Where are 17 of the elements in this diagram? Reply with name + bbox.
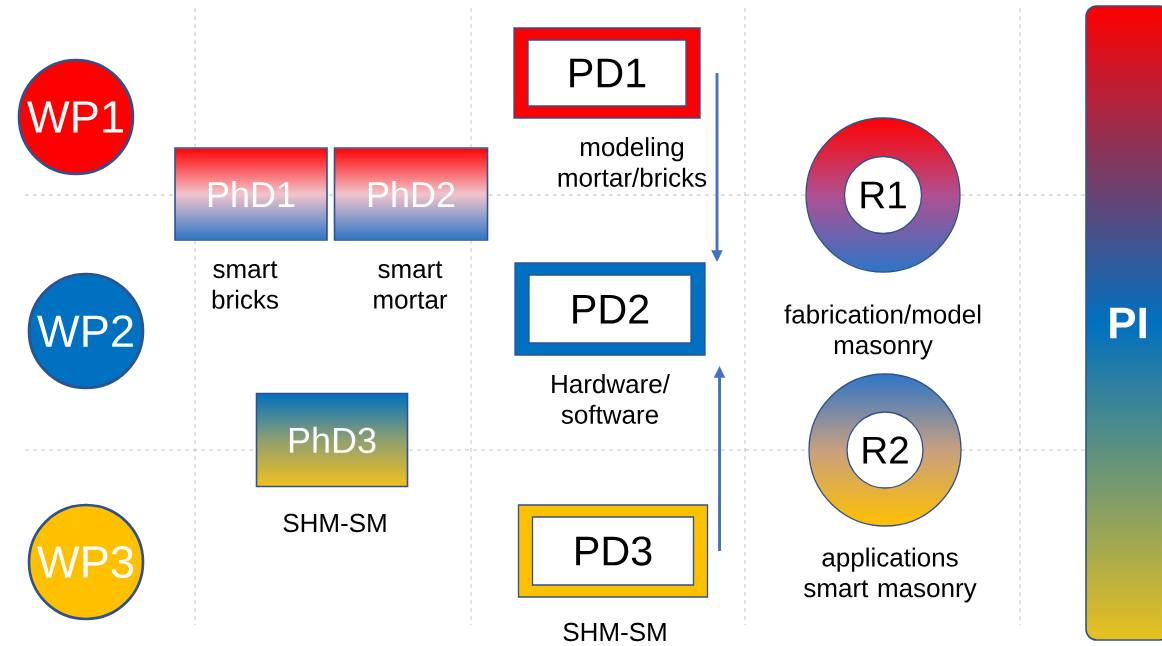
text-label: fabrication/model masonry (784, 304, 981, 360)
gradient-box: PhD1 (174, 147, 328, 241)
node-label: smart mortar (374, 261, 448, 309)
node-label: modeling mortar/bricks (558, 137, 707, 187)
gradient-box: PhD3 (255, 392, 409, 488)
framed-box: PD2 (514, 262, 706, 356)
gradient-box: PhD2 (333, 147, 489, 241)
node-label: smart bricks (212, 261, 278, 309)
node-label: SHM-SM (283, 513, 386, 533)
framed-box: PD3 (517, 504, 709, 598)
ring: R1 (805, 117, 961, 273)
framed-box: PD1 (513, 27, 701, 119)
ring: R2 (808, 373, 962, 527)
gradient-bar: PI (1085, 5, 1162, 641)
node-label: SHM-SM (563, 622, 666, 642)
node-label: Hardware/ software (552, 374, 670, 424)
node-label: applications smart masonry (804, 547, 977, 603)
